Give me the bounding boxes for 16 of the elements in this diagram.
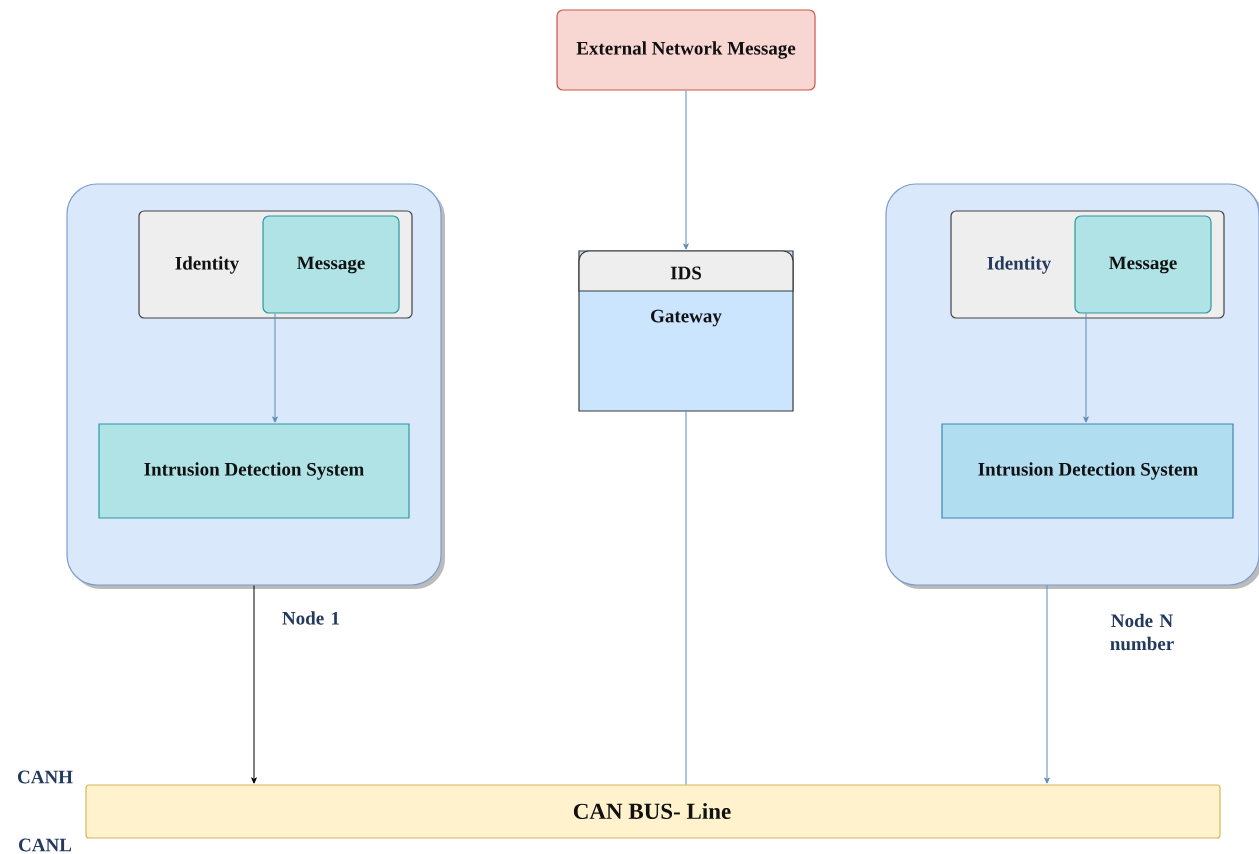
detection-box: Intrusion Detection System [98, 423, 410, 519]
arrow [1044, 585, 1050, 784]
signal-name: CANH [17, 770, 73, 784]
arrow [272, 313, 278, 423]
node-caption: Node 1 [282, 611, 340, 625]
signal-name: CANL [19, 838, 72, 852]
arrow [251, 585, 257, 784]
arrow [683, 90, 689, 250]
message-box: Message [1074, 215, 1212, 314]
arrow [1083, 313, 1089, 423]
message-box: Message [262, 215, 400, 314]
bus-line: CAN BUS- Line [85, 784, 1221, 839]
node-caption: Node N number [1110, 613, 1174, 651]
message-box: External Network Message [556, 9, 816, 91]
gateway-box: IDS Gateway [578, 250, 794, 412]
detection-box: Intrusion Detection System [941, 423, 1234, 519]
